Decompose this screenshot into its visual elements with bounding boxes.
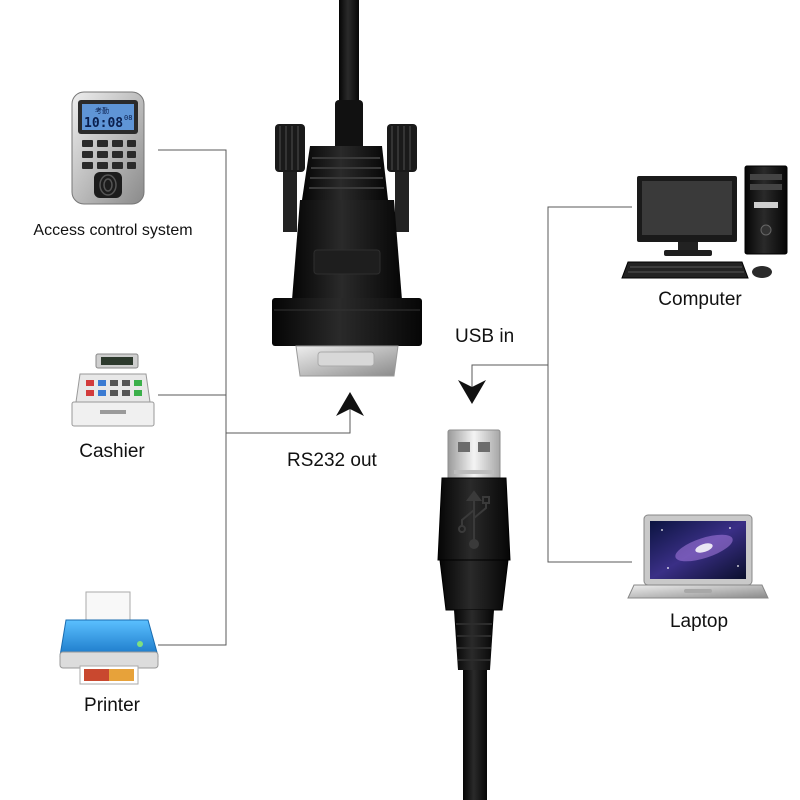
desktop-computer-icon [621, 165, 788, 279]
terminal-time-text: 10:08 [84, 116, 123, 131]
computer-label: Computer [658, 289, 742, 310]
terminal-header-text: 考勤 [95, 106, 109, 115]
access-control-label: Access control system [33, 222, 193, 239]
line-access-control [158, 149, 227, 433]
terminal-seconds-text: 08 [124, 114, 132, 122]
printer-label: Printer [84, 695, 140, 716]
usb-a-plug-icon [437, 429, 511, 800]
db9-serial-connector-icon [272, 0, 422, 377]
usb-arrow-icon [458, 380, 486, 404]
cashier-label: Cashier [79, 441, 145, 462]
line-printer [158, 433, 227, 646]
rs232-arrow-icon [336, 392, 364, 416]
fingerprint-terminal-icon: 考勤 10:08 08 [71, 91, 145, 205]
line-usb [471, 364, 548, 388]
line-rs232 [226, 408, 351, 434]
printer-icon [59, 591, 159, 685]
connection-lines [158, 149, 632, 646]
laptop-icon [627, 514, 769, 599]
line-computer [547, 206, 632, 563]
rs232-out-label: RS232 out [287, 450, 377, 471]
cash-register-icon [71, 353, 155, 427]
usb-in-label: USB in [455, 326, 515, 347]
laptop-label: Laptop [669, 611, 729, 632]
